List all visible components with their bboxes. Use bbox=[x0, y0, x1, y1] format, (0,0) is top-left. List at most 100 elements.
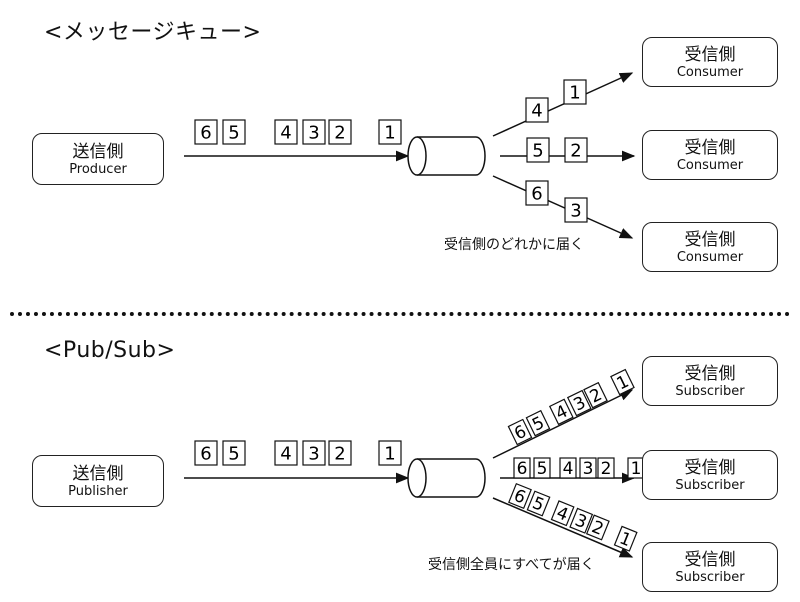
message-chip-box bbox=[525, 409, 551, 437]
message-chip-box bbox=[526, 490, 551, 517]
message-chip-box bbox=[566, 389, 592, 417]
message-chip-box bbox=[610, 368, 635, 396]
message-chip: 4 bbox=[559, 457, 577, 479]
consumer-label: 受信側 bbox=[684, 44, 736, 65]
message-chip: 5 bbox=[222, 119, 246, 145]
publisher-sublabel: Publisher bbox=[68, 483, 128, 499]
message-chip-label: 6 bbox=[531, 183, 542, 204]
message-chip-box bbox=[328, 440, 352, 466]
message-chip: 1 bbox=[563, 79, 587, 105]
subscriber-sublabel: Subscriber bbox=[675, 477, 745, 493]
message-chip-box bbox=[274, 119, 298, 145]
message-chip-box bbox=[569, 507, 594, 534]
subscriber-sublabel: Subscriber bbox=[675, 569, 745, 585]
producer-sublabel: Producer bbox=[69, 161, 127, 177]
message-chip: 4 bbox=[525, 97, 549, 123]
message-chip-box bbox=[525, 97, 549, 123]
message-chip-label: 1 bbox=[631, 459, 642, 479]
subscriber-box-3: 受信側 Subscriber bbox=[642, 542, 778, 592]
message-chip-label: 6 bbox=[200, 443, 211, 464]
message-chip-label: 4 bbox=[280, 122, 291, 143]
message-chip-label: 1 bbox=[384, 122, 395, 143]
message-chip: 6 bbox=[513, 457, 531, 479]
subscriber-sublabel: Subscriber bbox=[675, 383, 745, 399]
message-chip: 6 bbox=[194, 119, 218, 145]
message-chip-box bbox=[328, 119, 352, 145]
subscriber-label: 受信側 bbox=[684, 363, 736, 384]
message-chip-label: 5 bbox=[537, 459, 548, 479]
message-chip: 1 bbox=[613, 525, 638, 552]
pubsub-cylinder bbox=[407, 458, 486, 498]
message-chip-label: 2 bbox=[334, 443, 345, 464]
message-chip: 3 bbox=[302, 119, 326, 145]
message-chip-box bbox=[579, 457, 597, 479]
message-chip: 4 bbox=[274, 440, 298, 466]
pubsub-section-title: <Pub/Sub> bbox=[44, 338, 176, 363]
message-chip-box bbox=[597, 457, 615, 479]
message-chip: 5 bbox=[526, 137, 550, 163]
consumer-box-3: 受信側 Consumer bbox=[642, 222, 778, 272]
message-chip-box bbox=[613, 525, 638, 552]
subscriber-label: 受信側 bbox=[684, 549, 736, 570]
consumer-box-2: 受信側 Consumer bbox=[642, 130, 778, 180]
pubsub-output-arrow-1 bbox=[492, 389, 634, 459]
message-chip-box bbox=[194, 440, 218, 466]
message-chip: 2 bbox=[585, 514, 610, 541]
message-chip: 4 bbox=[548, 398, 574, 426]
message-chip-box bbox=[533, 457, 551, 479]
subscriber-label: 受信側 bbox=[684, 457, 736, 478]
message-chip: 5 bbox=[526, 490, 551, 517]
message-chip-box bbox=[194, 119, 218, 145]
queue-output-arrow-3 bbox=[492, 175, 634, 239]
message-chip-box bbox=[302, 440, 326, 466]
message-chip-label: 4 bbox=[563, 459, 574, 479]
message-chip-box bbox=[548, 398, 574, 426]
message-chip-label: 3 bbox=[308, 122, 319, 143]
message-chip-label: 5 bbox=[532, 140, 543, 161]
pubsub-output-arrow-3 bbox=[492, 497, 634, 558]
message-chip-label: 5 bbox=[228, 122, 239, 143]
message-chip: 2 bbox=[328, 440, 352, 466]
message-chip-box bbox=[563, 79, 587, 105]
message-chip-label: 4 bbox=[531, 100, 542, 121]
queue-output-arrow-1 bbox=[492, 72, 634, 137]
consumer-box-1: 受信側 Consumer bbox=[642, 37, 778, 87]
message-chip-box bbox=[508, 482, 532, 510]
message-chip-label: 3 bbox=[308, 443, 319, 464]
message-chip-box bbox=[507, 418, 533, 446]
message-chip: 2 bbox=[583, 381, 608, 409]
message-chip-label: 4 bbox=[280, 443, 291, 464]
publisher-label: 送信側 bbox=[72, 463, 124, 484]
publisher-box: 送信側 Publisher bbox=[32, 455, 164, 507]
message-chip-label: 3 bbox=[583, 459, 594, 479]
producer-label: 送信側 bbox=[72, 141, 124, 162]
subscriber-box-1: 受信側 Subscriber bbox=[642, 356, 778, 406]
message-chip-box bbox=[564, 137, 588, 163]
queue-note: 受信側のどれかに届く bbox=[444, 237, 584, 253]
message-chip: 2 bbox=[328, 119, 352, 145]
message-chip: 1 bbox=[378, 119, 402, 145]
message-chip-label: 5 bbox=[228, 443, 239, 464]
message-chip-box bbox=[550, 500, 575, 527]
message-chip-label: 2 bbox=[601, 459, 612, 479]
consumer-sublabel: Consumer bbox=[676, 249, 744, 265]
message-chip-box bbox=[564, 197, 588, 223]
message-chip: 5 bbox=[533, 457, 551, 479]
message-chip-box bbox=[585, 514, 610, 541]
consumer-sublabel: Consumer bbox=[676, 157, 744, 173]
message-chip: 6 bbox=[525, 180, 549, 206]
consumer-label: 受信側 bbox=[684, 137, 736, 158]
consumer-sublabel: Consumer bbox=[676, 64, 744, 80]
message-chip-label: 1 bbox=[384, 443, 395, 464]
pubsub-note: 受信側全員にすべてが届く bbox=[428, 557, 595, 573]
message-chip: 4 bbox=[550, 500, 575, 527]
message-chip-label: 6 bbox=[517, 459, 528, 479]
message-chip: 1 bbox=[378, 440, 402, 466]
consumer-label: 受信側 bbox=[684, 229, 736, 250]
